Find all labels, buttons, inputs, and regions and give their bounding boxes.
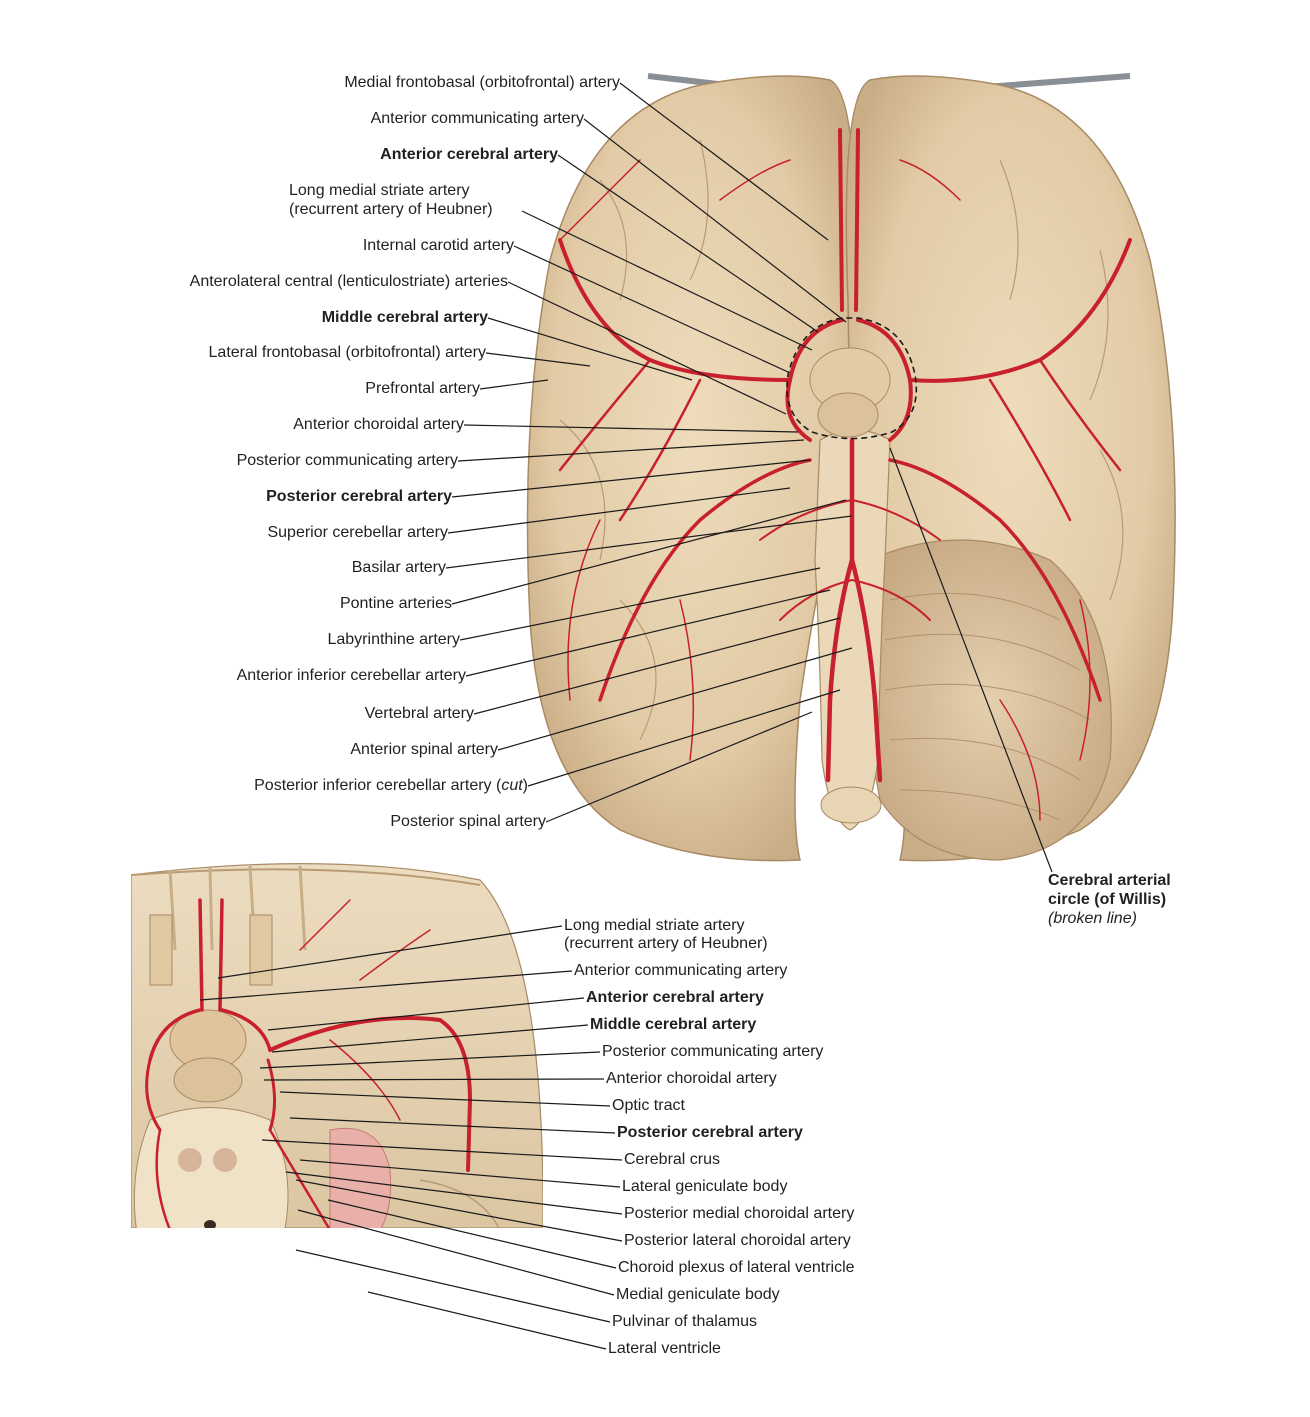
label-vertebral-artery: Vertebral artery: [364, 705, 474, 722]
inset-label-posterior-medial-choroidal-artery: Posterior medial choroidal artery: [624, 1205, 855, 1222]
label-pica-suffix: ): [522, 777, 528, 794]
mammillary-region: [817, 392, 879, 438]
inset-label-posterior-lateral-choroidal-artery: Posterior lateral choroidal artery: [624, 1232, 851, 1249]
label-middle-cerebral-artery: Middle cerebral artery: [321, 309, 488, 326]
inset-label-choroid-plexus: Choroid plexus of lateral ventricle: [618, 1259, 855, 1276]
label-recurrent-artery-heubner: (recurrent artery of Heubner): [289, 201, 493, 218]
label-anterior-spinal-artery: Anterior spinal artery: [350, 741, 498, 758]
inset-label-posterior-cerebral-artery: Posterior cerebral artery: [617, 1124, 803, 1141]
inset-label-middle-cerebral-artery: Middle cerebral artery: [590, 1016, 757, 1033]
inset-label-cerebral-crus: Cerebral crus: [624, 1151, 721, 1168]
label-anterior-cerebral-artery: Anterior cerebral artery: [380, 146, 558, 163]
label-posterior-cerebral-artery: Posterior cerebral artery: [266, 488, 452, 505]
label-willis-line2: circle (of Willis): [1048, 891, 1167, 908]
cerebellum: [866, 539, 1112, 861]
label-willis-line1: Cerebral arterial: [1048, 872, 1171, 889]
label-lateral-frontobasal-artery: Lateral frontobasal (orbitofrontal) arte…: [208, 344, 486, 361]
inset-label-optic-tract: Optic tract: [612, 1097, 685, 1114]
cerebellar-folia: [884, 592, 1091, 821]
label-posterior-inferior-cerebellar-artery: Posterior inferior cerebellar artery (cu…: [254, 777, 528, 795]
label-posterior-communicating-artery: Posterior communicating artery: [236, 452, 458, 469]
label-willis-line3: (broken line): [1048, 910, 1137, 927]
brain-dissection-inset: [131, 863, 543, 1228]
inset-label-anterior-cerebral-artery: Anterior cerebral artery: [586, 989, 764, 1006]
label-superior-cerebellar-artery: Superior cerebellar artery: [267, 524, 448, 541]
label-pontine-arteries: Pontine arteries: [339, 595, 452, 612]
inset-label-lateral-geniculate-body: Lateral geniculate body: [622, 1178, 788, 1195]
inset-label-anterior-communicating-artery: Anterior communicating artery: [574, 962, 788, 979]
inset-label-recurrent-artery-heubner: (recurrent artery of Heubner): [564, 935, 768, 952]
inset-label-pulvinar-of-thalamus: Pulvinar of thalamus: [612, 1313, 757, 1330]
label-anterior-communicating-artery: Anterior communicating artery: [370, 110, 584, 127]
arteries-top: [558, 128, 1132, 821]
brain-inferior-view: [526, 73, 1176, 862]
spinal-cord-cut: [820, 786, 882, 824]
label-pica-cut: cut: [501, 777, 523, 794]
label-anterior-inferior-cerebellar-artery: Anterior inferior cerebellar artery: [236, 667, 466, 684]
label-basilar-artery: Basilar artery: [351, 559, 446, 576]
circle-of-willis-outline: [786, 317, 918, 440]
top-leader-lines: [445, 82, 1053, 873]
label-prefrontal-artery: Prefrontal artery: [365, 380, 480, 397]
inset-label-posterior-communicating-artery: Posterior communicating artery: [602, 1043, 824, 1060]
label-labyrinthine-artery: Labyrinthine artery: [327, 631, 460, 648]
inset-label-lateral-ventricle: Lateral ventricle: [608, 1340, 721, 1357]
inset-label-medial-geniculate-body: Medial geniculate body: [616, 1286, 780, 1303]
label-pica-main: Posterior inferior cerebellar artery (: [254, 777, 502, 794]
inset-label-long-medial-striate-artery: Long medial striate artery: [564, 917, 745, 934]
label-long-medial-striate-artery: Long medial striate artery: [289, 182, 470, 199]
label-anterior-choroidal-artery: Anterior choroidal artery: [293, 416, 464, 433]
label-medial-frontobasal-artery: Medial frontobasal (orbitofrontal) arter…: [344, 74, 620, 91]
inset-label-anterior-choroidal-artery: Anterior choroidal artery: [606, 1070, 777, 1087]
label-posterior-spinal-artery: Posterior spinal artery: [390, 813, 546, 830]
bottom-leader-lines: [199, 925, 623, 1350]
label-internal-carotid-artery: Internal carotid artery: [362, 237, 514, 254]
label-anterolateral-central-arteries: Anterolateral central (lenticulostriate)…: [189, 273, 508, 290]
